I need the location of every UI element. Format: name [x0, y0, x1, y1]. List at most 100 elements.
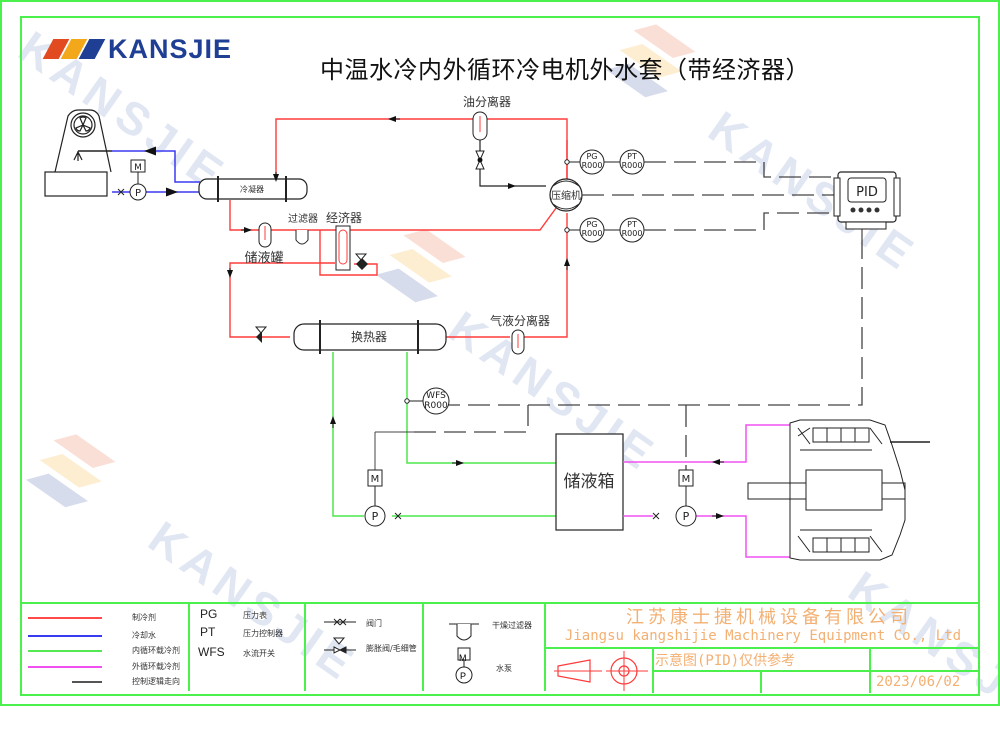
dryer-filter-symbol-icon	[449, 623, 479, 641]
title-block-divider	[869, 647, 871, 693]
title-block-divider	[652, 670, 978, 672]
motor-cross-section	[747, 419, 930, 561]
pt-controller-discharge: PT R000	[619, 149, 645, 175]
pump-symbol-icon	[455, 647, 473, 684]
svg-text:换热器: 换热器	[351, 330, 387, 344]
outer-border	[0, 0, 1000, 706]
valve-icon	[117, 188, 125, 196]
company-name-cn: 江苏康士捷机械设备有限公司	[626, 607, 912, 628]
legend-swatch	[28, 649, 102, 652]
legend-lines-cell	[20, 602, 190, 691]
svg-text:气液分离器: 气液分离器	[490, 313, 550, 328]
oil-separator[interactable]: 油分离器	[463, 94, 546, 189]
spray-nozzle-icon	[73, 150, 83, 161]
svg-text:P: P	[135, 188, 141, 199]
legend-label: 制冷剂	[132, 613, 156, 622]
inner-circulation-pump[interactable]: M P	[364, 469, 386, 527]
condenser[interactable]: 冷凝器	[198, 176, 308, 202]
svg-text:R000: R000	[622, 161, 643, 170]
diagram-title: 中温水冷内外循环冷电机外水套（带经济器）	[320, 56, 810, 84]
schematic: M P 冷凝器	[44, 94, 930, 561]
svg-text:冷凝器: 冷凝器	[240, 184, 264, 194]
projection-symbol-icon	[554, 651, 648, 691]
cooling-water-pump[interactable]: M P	[129, 159, 147, 201]
outer-coolant-lines	[623, 424, 790, 558]
water-flow-switch: WFS R000	[404, 387, 450, 415]
legend-swatch	[72, 680, 102, 683]
legend-swatch	[28, 634, 102, 637]
abbr-pt: PT	[200, 625, 216, 639]
legend-component-cell	[422, 602, 546, 691]
economizer[interactable]: 经济器	[326, 210, 368, 271]
svg-text:M: M	[371, 474, 380, 485]
svg-text:压缩机: 压缩机	[551, 189, 581, 202]
title-block-divider	[760, 670, 762, 693]
svg-text:PID: PID	[856, 185, 878, 200]
legend-inner-coolant: 内循环载冷剂	[28, 645, 180, 656]
legend-abbr-cell	[188, 602, 306, 691]
legend-expansion-valve-label: 膨胀阀/毛细管	[366, 644, 417, 653]
svg-text:PG: PG	[586, 220, 597, 229]
legend-control: 控制逻辑走向	[28, 676, 180, 687]
legend-label: 冷却水	[132, 631, 156, 640]
schematic-note: 示意图(PID)仅供参考	[655, 653, 796, 669]
legend-outer-coolant: 外循环载冷剂	[28, 661, 180, 672]
kansjie-logo: KANSJIE	[42, 34, 232, 64]
valve-icon	[652, 512, 660, 520]
pg-gauge-suction: PG R000	[564, 217, 605, 243]
svg-text:WFS: WFS	[426, 391, 446, 401]
abbr-pg-desc: 压力表	[243, 611, 267, 620]
pg-gauge-discharge: PG R000	[564, 149, 605, 175]
abbr-pt-desc: 压力控制器	[243, 629, 283, 638]
svg-text:储液罐: 储液罐	[244, 251, 283, 266]
svg-text:R000: R000	[622, 229, 643, 238]
legend-motor-letter: M	[459, 653, 467, 663]
outer-circulation-pump[interactable]: M P	[675, 469, 697, 527]
liquid-receiver[interactable]: 储液罐	[244, 222, 284, 266]
svg-text:P: P	[372, 510, 379, 523]
title-block-divider	[544, 647, 978, 649]
inner-coolant-lines	[332, 352, 556, 517]
company-name-en: Jiangsu kangshijie Machinery Equipment C…	[564, 628, 962, 644]
expansion-valve-icon	[256, 331, 262, 343]
svg-text:P: P	[683, 510, 690, 523]
valve-symbol-icon	[324, 618, 356, 626]
svg-text:过滤器: 过滤器	[288, 212, 318, 225]
svg-text:经济器: 经济器	[326, 210, 362, 225]
expansion-valve-symbol-icon	[324, 637, 356, 654]
dryer-filter[interactable]: 过滤器	[288, 212, 318, 245]
legend-pump-label: 水泵	[496, 664, 512, 673]
gas-liquid-separator[interactable]: 气液分离器	[490, 313, 550, 355]
compressor[interactable]: 压缩机	[549, 178, 583, 212]
drawing-frame	[20, 16, 980, 696]
legend-label: 内循环载冷剂	[132, 646, 180, 655]
legend-refrigerant: 制冷剂	[28, 612, 156, 623]
pt-controller-suction: PT R000	[619, 217, 645, 243]
legend-swatch	[28, 616, 102, 619]
cooling-tower	[44, 109, 112, 197]
svg-text:PT: PT	[627, 220, 637, 229]
legend-dryer-filter-label: 干燥过滤器	[492, 621, 532, 630]
svg-text:PT: PT	[627, 152, 637, 161]
heat-exchanger[interactable]: 换热器	[293, 320, 447, 354]
legend-label: 控制逻辑走向	[132, 677, 180, 686]
legend-swatch	[28, 665, 102, 668]
abbr-pg: PG	[200, 607, 218, 621]
control-lines	[414, 161, 863, 470]
fan-icon	[70, 112, 96, 138]
svg-text:R000: R000	[582, 161, 603, 170]
svg-text:储液箱: 储液箱	[564, 472, 615, 492]
drawing-date: 2023/06/02	[876, 674, 961, 690]
coolant-tank[interactable]: 储液箱	[555, 433, 624, 531]
svg-text:油分离器: 油分离器	[463, 94, 511, 109]
legend-pump-letter: P	[460, 671, 467, 681]
pid-controller[interactable]: PID	[833, 171, 901, 240]
refrigerant-lines	[229, 118, 568, 338]
legend-valve-cell	[304, 602, 424, 691]
svg-text:PG: PG	[586, 152, 597, 161]
legend-symbols	[324, 618, 479, 684]
svg-text:M: M	[134, 163, 142, 173]
svg-text:R000: R000	[424, 401, 448, 411]
legend-valve-label: 阀门	[366, 619, 382, 628]
